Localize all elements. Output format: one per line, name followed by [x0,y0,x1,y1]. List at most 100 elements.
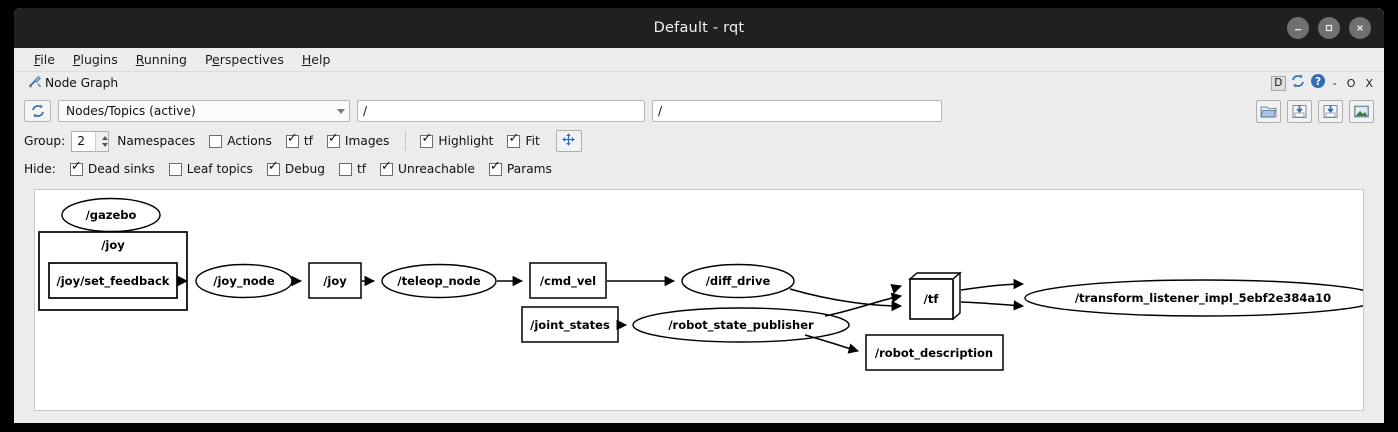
checkbox-leaf-topics[interactable]: Leaf topics [168,162,253,176]
wrench-screwdriver-icon [28,75,42,92]
save-image-button[interactable] [1349,99,1374,123]
graph-toolbar-row: Nodes/Topics (active) / / [24,98,1374,124]
graph-node-joint-states[interactable]: /joint_states [521,306,619,343]
namespaces-label: Namespaces [117,134,196,148]
graph-node-robot-description[interactable]: /robot_description [865,334,1004,371]
menu-file[interactable]: File [34,52,55,67]
graph-node-gazebo[interactable]: /gazebo [61,197,161,233]
checkbox-dead-sinks-label: Dead sinks [87,162,155,176]
checkbox-images[interactable]: Images [326,132,390,148]
checkbox-unreachable-label: Unreachable [398,162,475,176]
checkbox-images-label: Images [344,134,390,148]
checkbox-hide-tf-label: tf [356,162,367,176]
graph-node-cmd-vel-label: /cmd_vel [540,274,596,289]
refresh-graph-button[interactable] [24,100,51,122]
graph-node-joy-topic-label: /joy [323,274,347,288]
save-dot-button[interactable] [1287,99,1312,123]
ros-node-graph[interactable]: /joy /gazebo /joy/set_feedback /joy_node [35,190,1364,396]
menu-running[interactable]: Running [135,52,187,67]
dock-minimize-button[interactable]: - [1332,76,1337,90]
graph-edge-rsp-tf [824,292,903,317]
checkbox-unreachable[interactable]: Unreachable [380,160,475,176]
checkbox-images-box[interactable] [326,132,340,148]
checkbox-dead-sinks[interactable]: Dead sinks [69,160,155,176]
load-dot-button[interactable] [1256,99,1281,123]
menu-plugins-label-rest: lugins [80,52,118,67]
help-circle-icon[interactable]: ? [1310,73,1326,93]
menu-perspectives[interactable]: Perspectives [204,52,284,67]
checkbox-leaf-topics-box[interactable] [168,162,182,176]
graph-node-joint-states-label: /joint_states [530,318,610,333]
rqt-main-window: Default - rqt File Plugins Running Persp… [14,8,1384,423]
checkbox-actions-box[interactable] [209,134,223,148]
maximize-button[interactable] [1318,17,1340,39]
checkbox-fit[interactable]: Fit [507,132,540,148]
graph-node-joy-set-feedback-label: /joy/set_feedback [57,274,170,289]
graph-node-transform-listener[interactable]: /transform_listener_impl_5ebf2e384a10 [1024,279,1364,317]
dock-float-button[interactable]: O [1346,76,1356,90]
group-value: 2 [77,134,85,148]
refresh-icon[interactable] [1290,73,1306,93]
node-graph-dock-header: Node Graph D ? - O X [14,72,1384,94]
spinner-down-icon[interactable] [101,142,108,147]
graph-node-robot-state-publisher-label: /robot_state_publisher [668,318,814,333]
save-svg-button[interactable] [1318,99,1343,123]
checkbox-actions-label: Actions [227,134,272,148]
checkbox-highlight-box[interactable] [420,132,434,148]
window-titlebar: Default - rqt [14,8,1384,48]
graph-node-robot-description-label: /robot_description [875,346,993,361]
graph-type-select[interactable]: Nodes/Topics (active) [58,100,350,122]
checkbox-tf-label: tf [303,134,313,148]
node-filter-input[interactable]: / [652,100,942,122]
menu-perspectives-label-rest: rspectives [219,52,284,67]
checkbox-fit-label: Fit [525,134,540,148]
node-graph-canvas[interactable]: /joy /gazebo /joy/set_feedback /joy_node [34,189,1364,411]
dock-close-button[interactable]: X [1365,76,1373,90]
checkbox-highlight[interactable]: Highlight [420,132,493,148]
checkbox-params[interactable]: Params [488,160,552,176]
graph-type-selected-label: Nodes/Topics (active) [66,104,196,118]
checkbox-debug-box[interactable] [266,160,280,176]
minimize-button[interactable] [1287,17,1309,39]
fit-in-view-button[interactable] [555,130,582,152]
graph-node-joy-node-label: /joy_node [213,274,275,289]
menu-file-label-rest: ile [40,52,55,67]
graph-edge-tf-listener-1 [960,278,1025,291]
checkbox-hide-tf[interactable]: tf [338,162,367,176]
menu-plugins[interactable]: Plugins [72,52,118,67]
graph-node-joy-node[interactable]: /joy_node [195,263,293,299]
close-button[interactable] [1349,17,1371,39]
svg-text:?: ? [1315,76,1321,88]
topic-filter-input[interactable]: / [357,100,645,122]
menubar: File Plugins Running Perspectives Help [14,48,1384,72]
checkbox-dead-sinks-box[interactable] [69,160,83,176]
group-spinbox[interactable]: 2 [71,130,110,152]
dock-title-label: Node Graph [45,76,119,90]
graph-edge-into-tf-top [890,284,902,294]
checkbox-debug[interactable]: Debug [266,160,325,176]
graph-node-gazebo-label: /gazebo [86,208,137,222]
graph-node-transform-listener-label: /transform_listener_impl_5ebf2e384a10 [1075,291,1331,306]
menu-help[interactable]: Help [301,52,331,67]
fit-in-view-icon [561,132,576,151]
graph-node-tf[interactable]: /tf [908,271,962,321]
graph-node-joy-topic[interactable]: /joy [308,262,362,299]
checkbox-params-box[interactable] [488,160,502,176]
group-label: Group: [24,134,66,148]
window-controls [1287,8,1371,48]
checkbox-hide-tf-box[interactable] [338,162,352,176]
spinner-arrows-icon[interactable] [95,131,109,151]
graph-node-robot-state-publisher[interactable]: /robot_state_publisher [632,307,850,343]
graph-node-teleop-node[interactable]: /teleop_node [381,263,497,299]
graph-node-cmd-vel[interactable]: /cmd_vel [529,262,607,299]
graph-node-tf-label: /tf [924,292,940,306]
checkbox-actions[interactable]: Actions [209,134,272,148]
checkbox-tf[interactable]: tf [285,132,313,148]
spinner-up-icon[interactable] [101,135,108,140]
graph-node-diff-drive[interactable]: /diff_drive [681,263,795,299]
dock-d-button[interactable]: D [1270,75,1286,91]
checkbox-fit-box[interactable] [507,132,521,148]
graph-node-joy-set-feedback[interactable]: /joy/set_feedback [48,262,178,299]
checkbox-unreachable-box[interactable] [380,160,394,176]
checkbox-tf-box[interactable] [285,132,299,148]
